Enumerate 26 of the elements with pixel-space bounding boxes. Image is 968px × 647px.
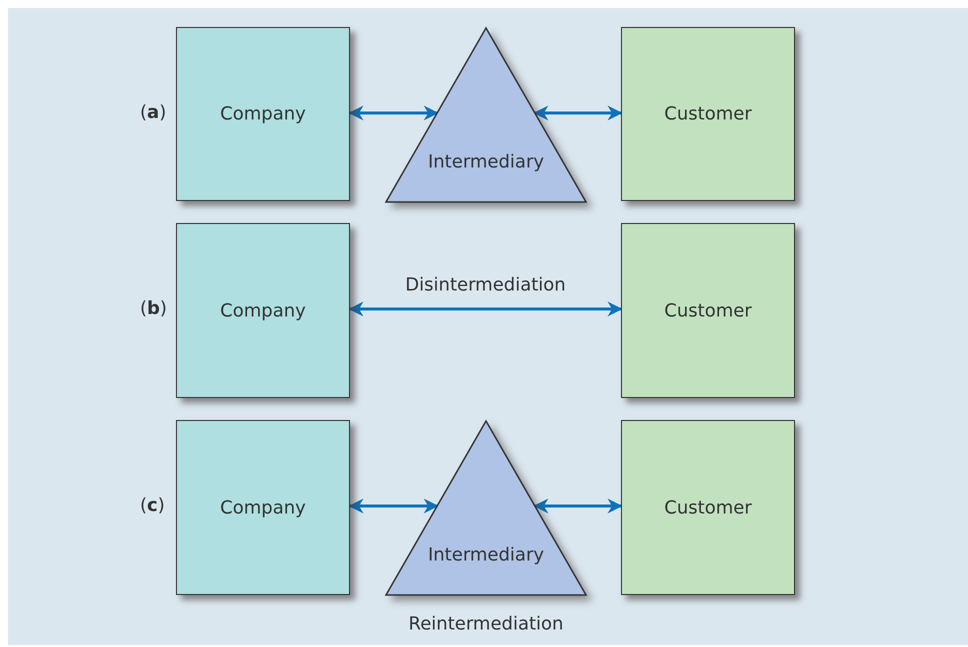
double-arrow: [348, 302, 622, 316]
node-label: Company: [220, 497, 306, 518]
entity-box: [176, 420, 350, 595]
intermediary-triangle: [386, 421, 586, 595]
entity-box: [176, 27, 350, 201]
double-arrow: [533, 498, 622, 514]
entity-box: [621, 27, 795, 201]
entity-box: [176, 223, 350, 398]
entity-box: [621, 420, 795, 595]
edge-label: Disintermediation: [405, 274, 566, 296]
node-label: Customer: [664, 300, 752, 321]
entity-box: [621, 223, 795, 398]
row-label: (a): [140, 102, 166, 123]
double-arrow: [348, 498, 439, 514]
double-arrow: [533, 106, 622, 120]
row-label: (c): [140, 495, 165, 516]
node-label: Reintermediation: [408, 614, 564, 634]
intermediary-triangle: [386, 28, 586, 202]
double-arrow: [348, 106, 439, 120]
node-label: Intermediary: [428, 544, 544, 566]
node-label: Customer: [664, 497, 752, 518]
node-label: Customer: [664, 104, 752, 124]
row-label: (b): [140, 298, 167, 319]
node-label: Intermediary: [428, 151, 544, 172]
node-label: Company: [220, 104, 306, 124]
node-label: Company: [220, 300, 306, 321]
